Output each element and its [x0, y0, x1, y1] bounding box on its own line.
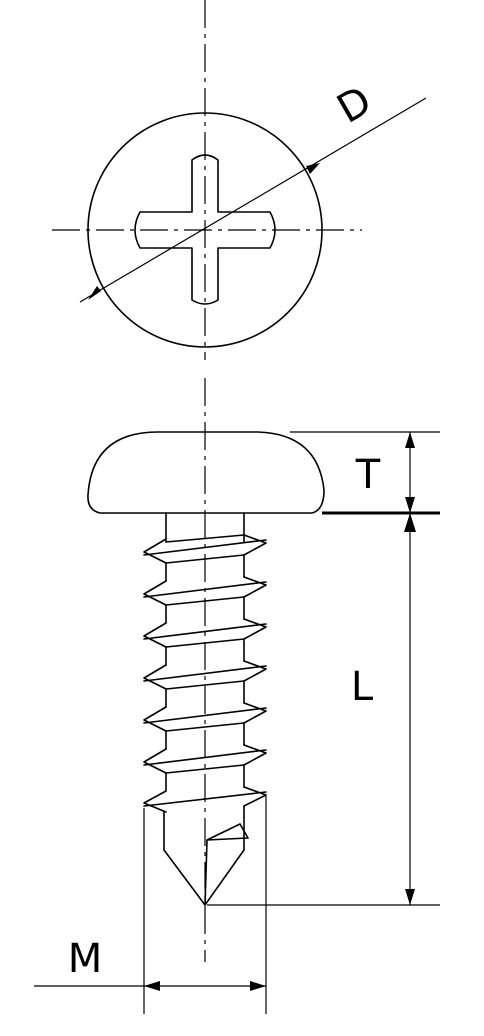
thread-profile — [143, 534, 267, 813]
pan-head-outline — [87, 431, 325, 514]
label-head-height: T — [355, 452, 381, 498]
drill-point-tip — [163, 805, 245, 906]
shank-neck — [165, 512, 245, 543]
head-outline-circle — [87, 112, 323, 348]
label-length: L — [351, 664, 374, 710]
side-view — [87, 378, 325, 962]
label-diameter: D — [330, 78, 380, 133]
head-height-arrow-bottom — [405, 497, 415, 513]
diameter-dimension-line — [79, 97, 427, 303]
label-thread-size: M — [68, 936, 103, 982]
thread-arrow-left — [144, 981, 160, 991]
length-arrow-bottom — [405, 889, 415, 905]
head-height-arrow-top — [405, 432, 415, 448]
drill-point-flute — [204, 823, 249, 906]
diameter-arrow-lower — [88, 286, 101, 300]
thread-arrow-right — [250, 981, 266, 991]
phillips-recess-cross — [134, 154, 276, 305]
dimensions: T L M — [34, 431, 440, 1014]
top-view: D — [52, 0, 427, 360]
diameter-arrow-upper — [306, 163, 320, 174]
length-arrow-top — [404, 513, 416, 532]
